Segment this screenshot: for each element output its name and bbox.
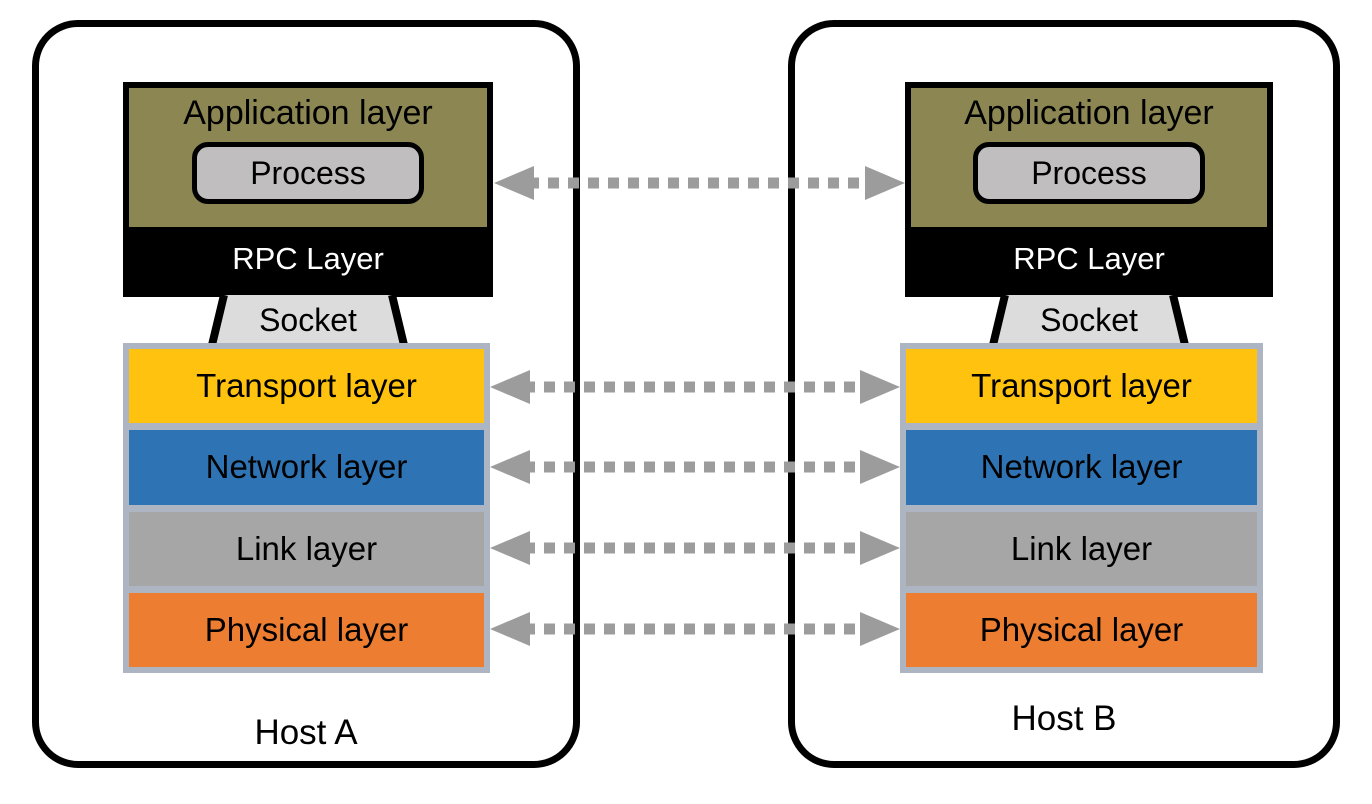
layer-bar-physical-a: Physical layer: [129, 592, 484, 667]
socket-shape-b: Socket: [979, 295, 1199, 345]
layer-label-physical-b: Physical layer: [979, 610, 1184, 648]
layer-bar-link-a: Link layer: [129, 511, 484, 586]
socket-label-b: Socket: [1040, 301, 1138, 338]
socket-label-a: Socket: [259, 301, 357, 338]
socket-trapezoid-b: [989, 295, 1189, 345]
layer-label-physical-a: Physical layer: [204, 610, 409, 648]
application-layer-title-b: Application layer: [964, 94, 1214, 132]
layer-bar-network-b: Network layer: [906, 430, 1257, 505]
layer-label-link-b: Link layer: [1010, 529, 1153, 567]
layer-label-network-b: Network layer: [980, 448, 1183, 486]
process-label-b: Process: [1031, 154, 1147, 191]
rpc-layer-band-a: RPC Layer: [129, 227, 487, 291]
layer-bar-network-a: Network layer: [129, 430, 484, 505]
process-box-b: Process: [973, 142, 1205, 204]
layer-bar-physical-b: Physical layer: [906, 592, 1257, 667]
application-layer-title-a: Application layer: [183, 94, 433, 132]
host-b-box: Application layer Process RPC Layer Sock…: [788, 20, 1340, 768]
process-box-a: Process: [192, 142, 424, 204]
rpc-layer-label-a: RPC Layer: [232, 241, 384, 276]
process-label-a: Process: [250, 154, 366, 191]
protocol-stack-b: Transport layer Network layer Link layer…: [900, 343, 1263, 673]
protocol-stack-a: Transport layer Network layer Link layer…: [123, 343, 490, 673]
rpc-layer-band-b: RPC Layer: [911, 227, 1267, 291]
layer-bar-link-b: Link layer: [906, 511, 1257, 586]
host-a-box: Application layer Process RPC Layer Sock…: [32, 20, 580, 768]
application-layer-box-b: Application layer Process RPC Layer: [905, 82, 1273, 297]
layer-bar-transport-a: Transport layer: [129, 349, 484, 424]
layer-bar-transport-b: Transport layer: [906, 349, 1257, 424]
application-layer-box-a: Application layer Process RPC Layer: [123, 82, 493, 297]
socket-trapezoid-a: [208, 295, 408, 345]
layer-label-transport-a: Transport layer: [196, 367, 417, 405]
host-b-label: Host B: [1011, 699, 1117, 738]
layer-label-transport-b: Transport layer: [971, 367, 1192, 405]
socket-shape-a: Socket: [198, 295, 418, 345]
layer-label-network-a: Network layer: [205, 448, 408, 486]
layer-label-link-a: Link layer: [235, 529, 378, 567]
rpc-layer-label-b: RPC Layer: [1013, 241, 1165, 276]
host-a-label: Host A: [254, 713, 358, 752]
